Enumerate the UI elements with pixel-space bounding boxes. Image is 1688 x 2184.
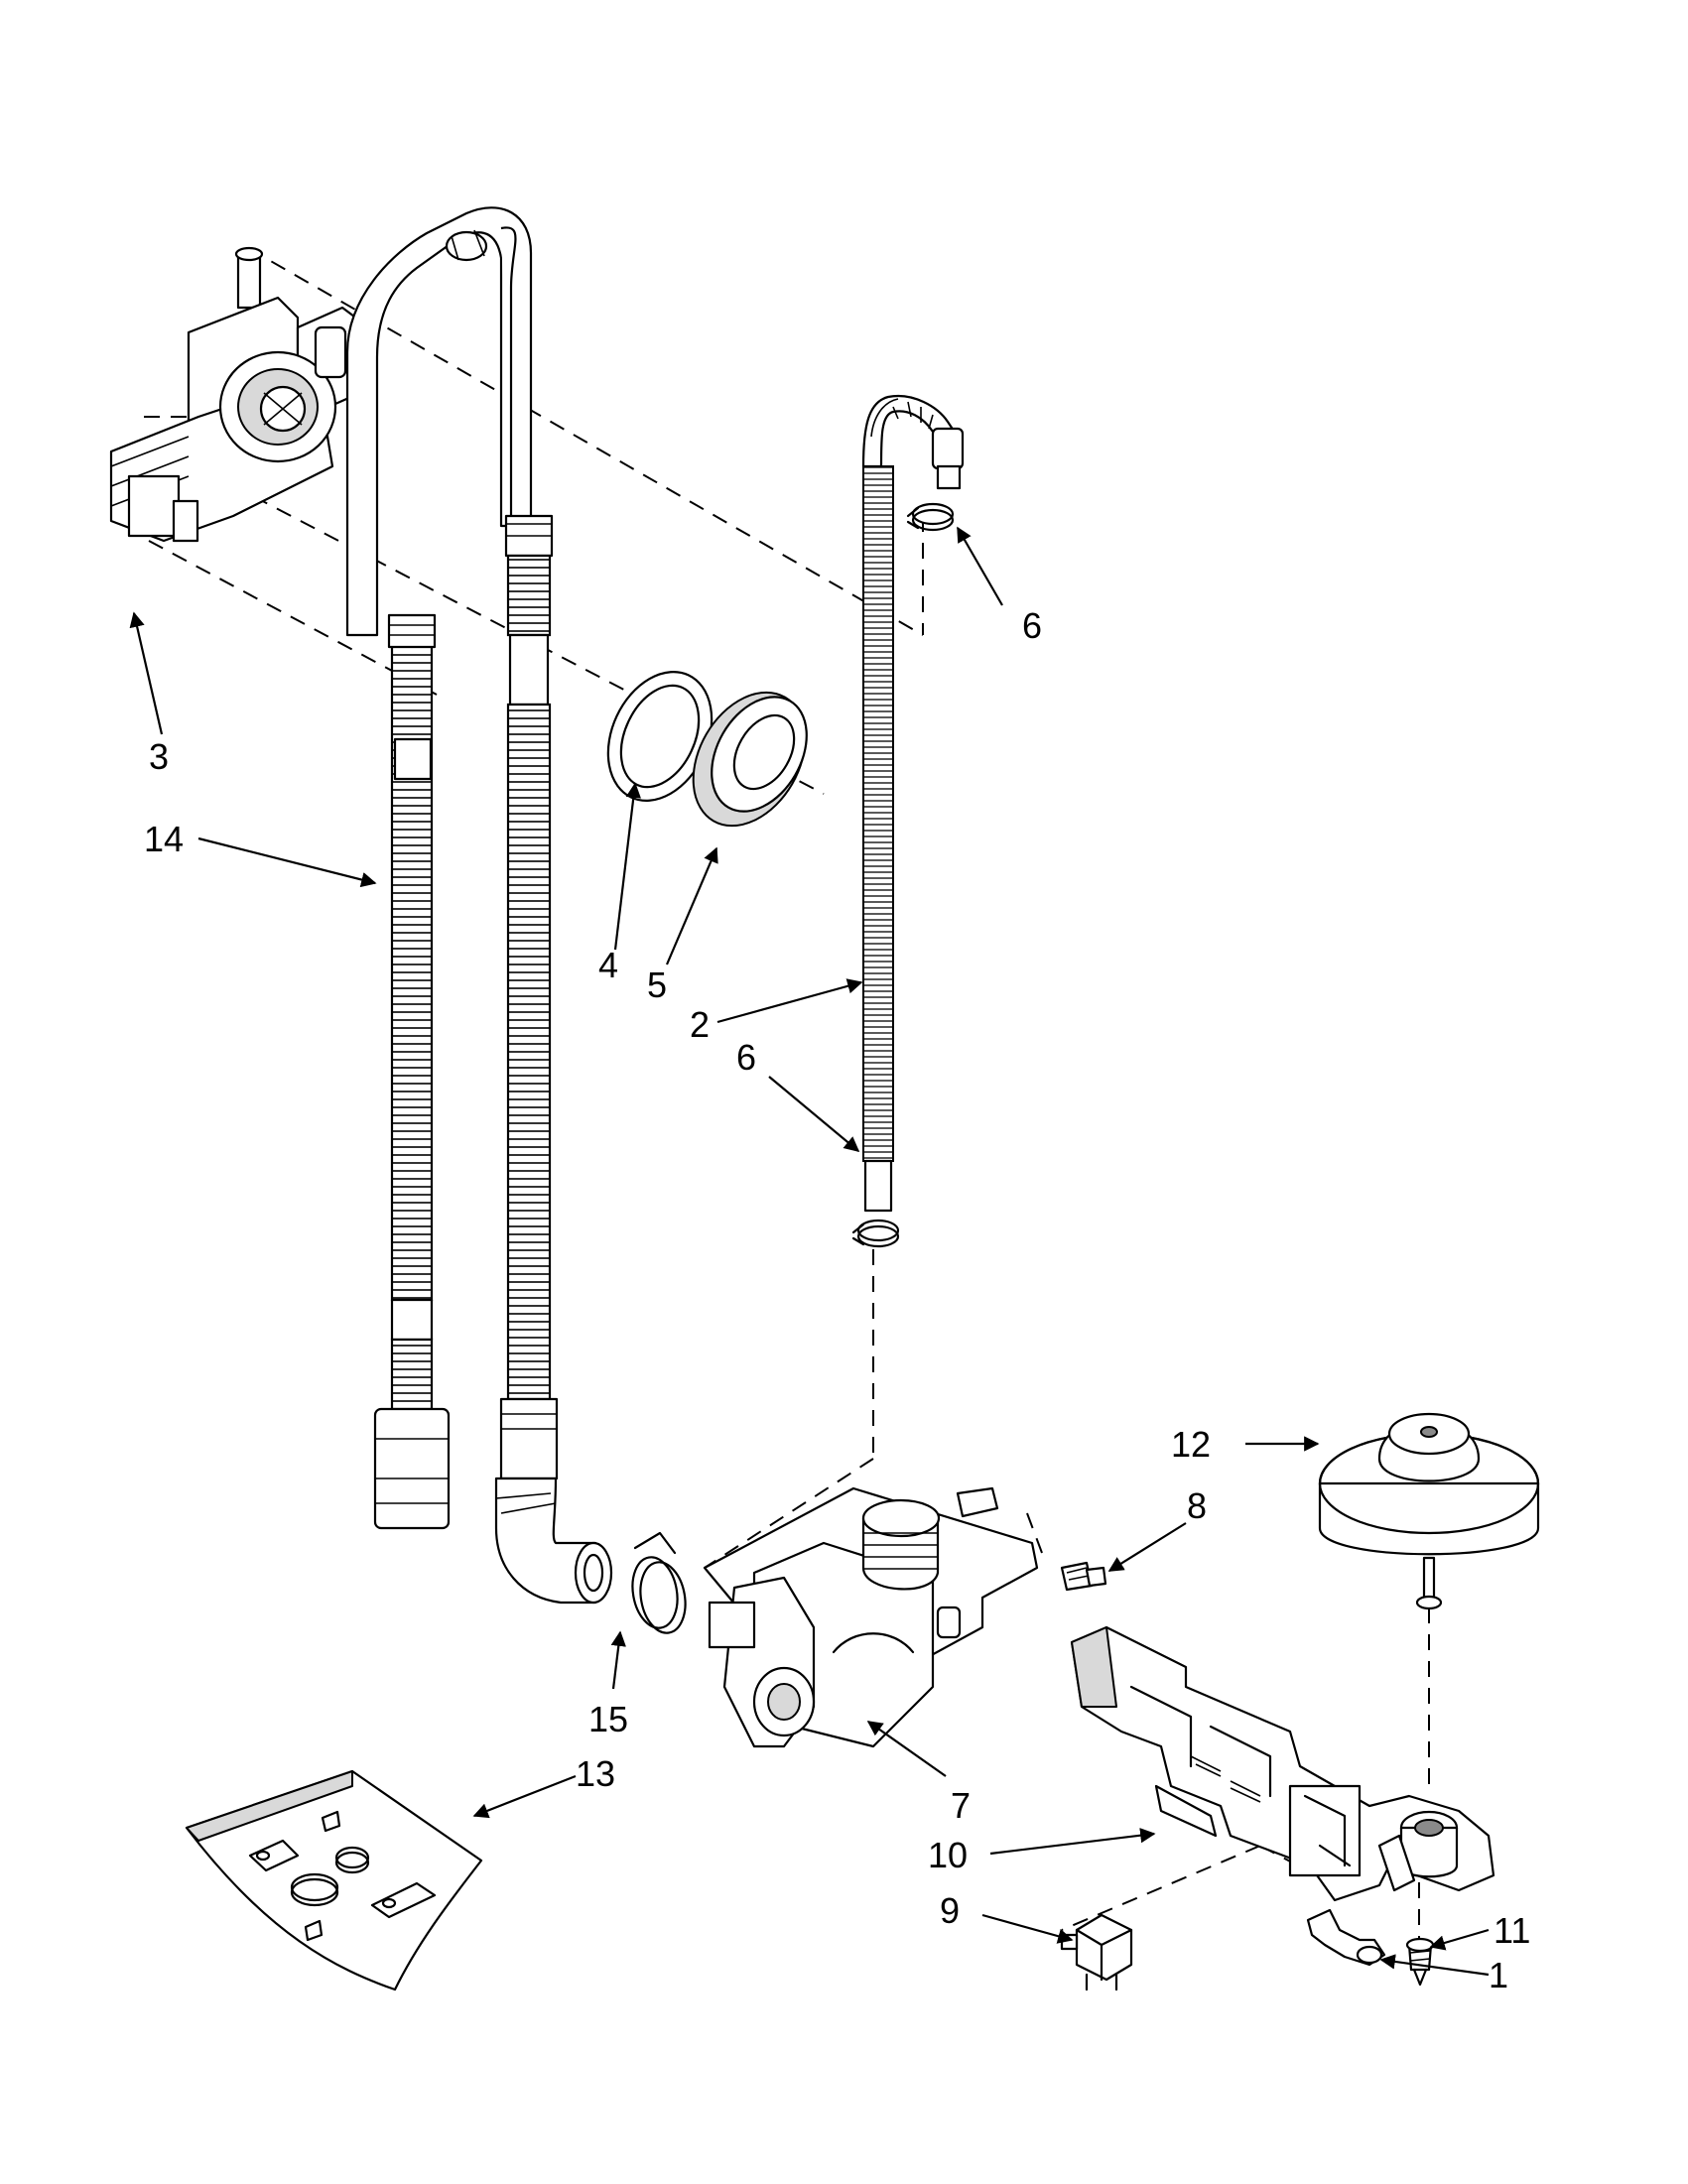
- part-8-screw: [1060, 1561, 1107, 1592]
- part-5-nut: [692, 691, 808, 828]
- part-2-fill-hose: [861, 394, 965, 1213]
- part-4-washer: [606, 671, 714, 802]
- part-15-spring-clamp: [631, 1531, 687, 1634]
- callout-14: 14: [144, 819, 184, 859]
- leader-lines: [129, 526, 1490, 1977]
- callout-3: 3: [149, 736, 169, 777]
- part-11-screw: [1405, 1937, 1435, 1987]
- part-13-hardware-bag: [185, 1769, 483, 1991]
- callout-8: 8: [1187, 1485, 1207, 1526]
- callout-10: 10: [928, 1835, 968, 1875]
- callout-13: 13: [576, 1753, 615, 1794]
- callout-labels: 1 2 3 4 5 6 6 7 8 9 10 11 12 13 14 15: [144, 605, 1530, 1995]
- callout-4: 4: [598, 945, 618, 985]
- part-6-hose-clamp-upper: [906, 502, 955, 532]
- callout-1: 1: [1489, 1955, 1508, 1995]
- callout-7: 7: [951, 1785, 971, 1826]
- callout-15: 15: [588, 1699, 628, 1739]
- callout-5: 5: [647, 964, 667, 1005]
- callout-11: 11: [1493, 1910, 1530, 1951]
- part-3-vent-assembly: [109, 246, 364, 543]
- part-10-bracket: [1070, 1625, 1495, 1902]
- part-7-pump-assembly: [703, 1486, 1039, 1748]
- callout-6-upper: 6: [1022, 605, 1042, 646]
- part-1-lever: [1306, 1908, 1386, 1967]
- callout-9: 9: [940, 1890, 960, 1931]
- callout-2: 2: [690, 1004, 710, 1045]
- drain-hose-right-leg: [494, 226, 613, 1605]
- callout-6-lower: 6: [736, 1037, 756, 1078]
- part-9-switch: [1060, 1913, 1133, 1991]
- part-6-hose-clamp-lower: [851, 1219, 900, 1248]
- callout-12: 12: [1171, 1424, 1211, 1465]
- part-12-cap: [1318, 1412, 1540, 1610]
